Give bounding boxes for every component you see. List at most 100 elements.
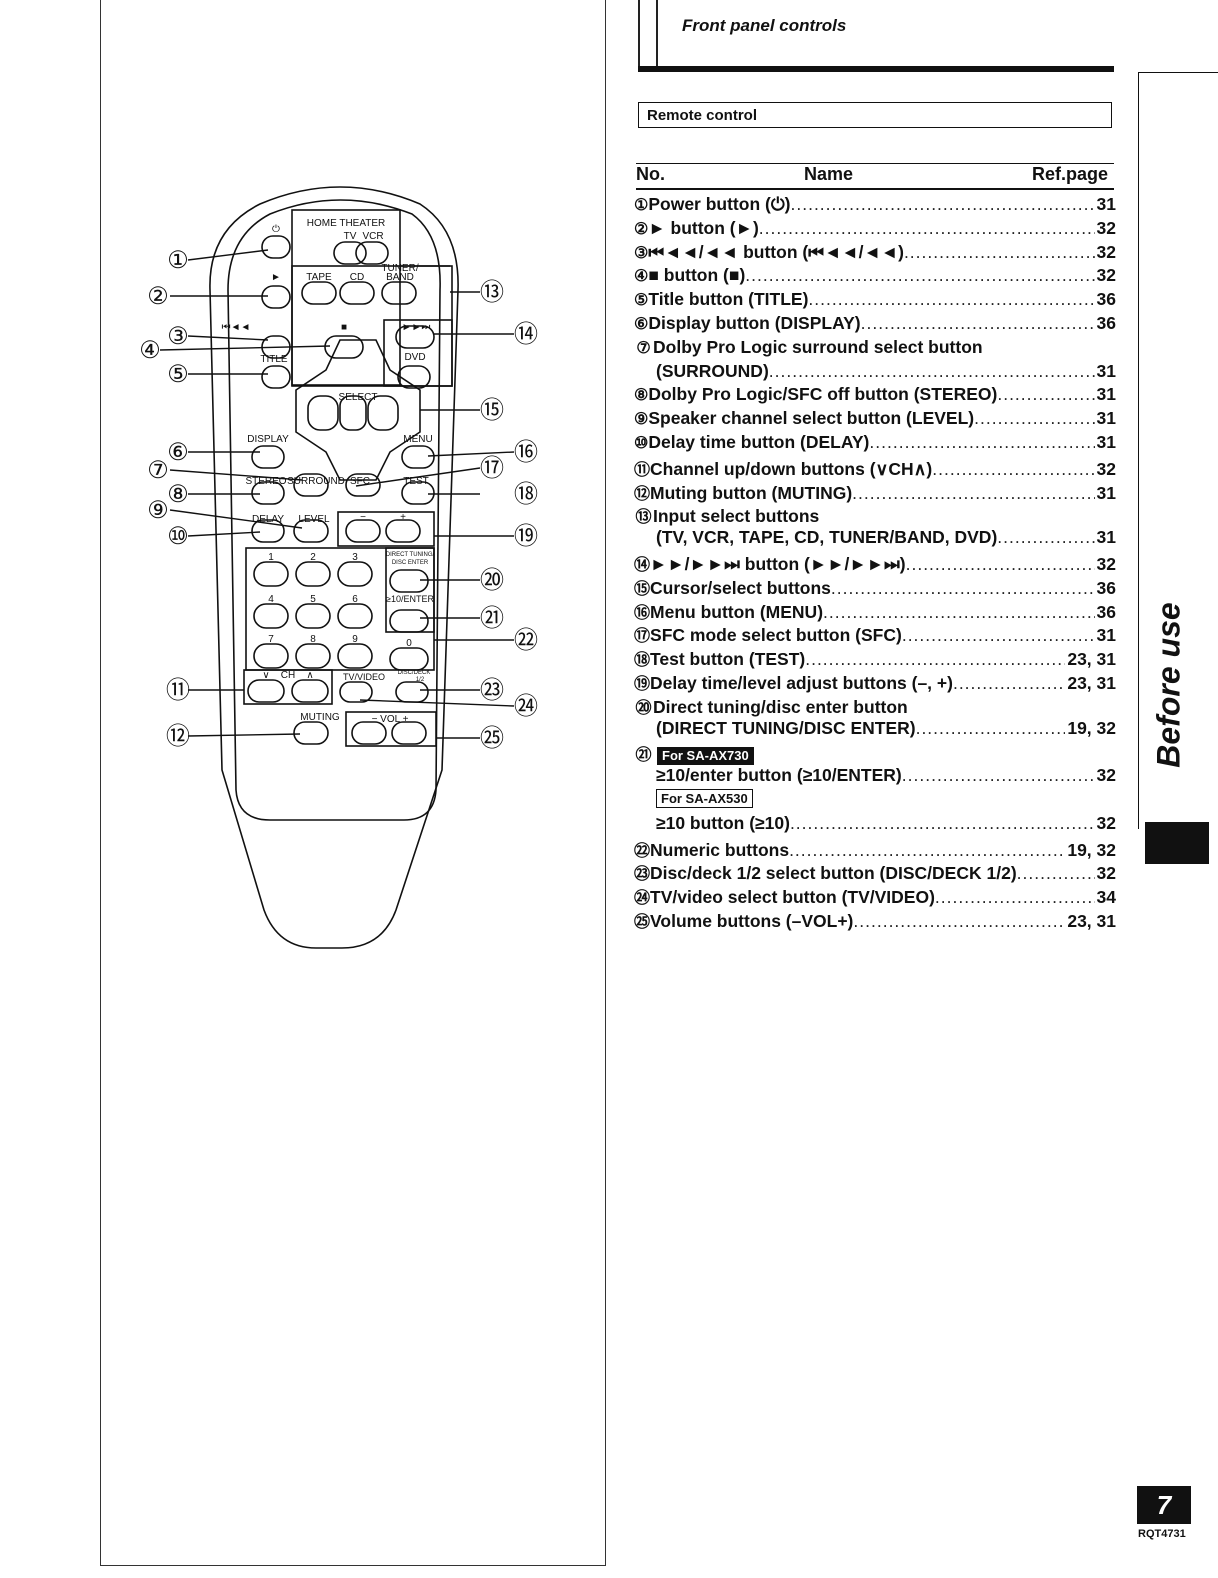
header-bar <box>638 66 1114 72</box>
remote-illustration: HOME THEATER TV VCR TAPE CD TUNER/ BAND … <box>139 186 538 949</box>
label-test: TEST <box>403 476 429 487</box>
item-ref-page: 36 <box>1096 577 1116 598</box>
item-number: ⑫ <box>634 485 651 503</box>
item-ref-page: 32 <box>1096 241 1116 262</box>
item-name: Delay time/level adjust buttons (–, +) <box>650 672 953 693</box>
label-sfc: SFC <box>350 476 370 487</box>
col-no: No. <box>636 164 665 184</box>
label-tvvideo: TV/VIDEO <box>343 672 385 682</box>
channel-frame <box>243 669 333 705</box>
item-number: ⑰ <box>634 628 651 646</box>
item-ref-page: 32 <box>1096 765 1116 786</box>
label-muting: MUTING <box>300 712 340 723</box>
item-ref-page: 31 <box>1096 408 1116 429</box>
callout-10: ⑩ <box>167 523 189 550</box>
item-name: ■ button (■) <box>648 265 746 286</box>
list-item: ④■ button (■)...........................… <box>634 265 1116 289</box>
item-name: Disc/deck 1/2 select button (DISC/DECK 1… <box>650 863 1017 884</box>
label-display: DISPLAY <box>247 434 289 445</box>
model-badge: For SA-AX530 <box>656 788 753 808</box>
label-level: LEVEL <box>298 514 330 525</box>
callout-18: ⑱ <box>514 481 538 508</box>
item-number: ㉕ <box>634 913 651 931</box>
item-ref-page: 23, 31 <box>1067 672 1116 693</box>
callout-5: ⑤ <box>167 361 189 388</box>
item-name: Dolby Pro Logic surround select button <box>653 336 983 357</box>
item-name: Test button (TEST) <box>650 649 806 670</box>
callout-22: ㉒ <box>514 627 538 654</box>
callout-25: ㉕ <box>480 725 504 752</box>
label-disc-enter: DISC ENTER <box>392 560 429 566</box>
callout-15: ⑮ <box>480 397 504 424</box>
item-name: Power button (⏻) <box>648 194 791 214</box>
callout-9: ⑨ <box>147 497 169 524</box>
leader-dots: ........................................… <box>952 672 1065 693</box>
item-name: Channel up/down buttons (∨CH∧) <box>650 458 933 479</box>
item-name: ≥10 button (≥10) <box>656 812 790 833</box>
key-8: 8 <box>310 634 316 645</box>
callout-3: ③ <box>167 323 189 350</box>
item-number: ③ <box>634 244 649 262</box>
col-ref: Ref.page <box>1031 164 1108 184</box>
item-name: ►►/►►⏭ button (►►/►►⏭) <box>650 553 906 574</box>
item-name: Dolby Pro Logic/SFC off button (STEREO) <box>648 384 998 405</box>
leader-dots: ........................................… <box>805 649 1066 670</box>
key-3: 3 <box>352 552 358 563</box>
item-ref-page: 31 <box>1096 194 1116 214</box>
item-number: ④ <box>634 268 649 286</box>
label-delay: DELAY <box>252 514 284 525</box>
leader-dots: ........................................… <box>903 241 1095 262</box>
callout-7: ⑦ <box>147 457 169 484</box>
item-number: ㉓ <box>634 866 651 884</box>
key-9: 9 <box>352 634 358 645</box>
left-page-frame <box>100 0 606 1566</box>
callout-8: ⑧ <box>167 481 189 508</box>
item-ref-page: 19, 32 <box>1067 717 1116 738</box>
label-direct-tuning: DIRECT TUNING/ <box>386 552 435 558</box>
item-name: Menu button (MENU) <box>650 601 824 622</box>
label-ch: CH <box>281 670 295 681</box>
item-name: SFC mode select button (SFC) <box>650 625 902 646</box>
item-ref-page: 36 <box>1096 312 1116 333</box>
leader-dots: ........................................… <box>901 765 1095 786</box>
play-icon: ► <box>271 272 281 283</box>
item-number: ⑬ <box>635 509 652 527</box>
item-name: Display button (DISPLAY) <box>648 312 861 333</box>
item-name: Delay time button (DELAY) <box>648 431 870 452</box>
callout-11: ⑪ <box>166 677 190 704</box>
item-number: ⑩ <box>634 434 649 452</box>
item-name: Direct tuning/disc enter button <box>653 696 908 717</box>
volume-frame <box>345 711 437 747</box>
key-6: 6 <box>352 594 358 605</box>
list-item: ⑭►►/►►⏭ button (►►/►►⏭).................… <box>634 551 1116 575</box>
leader-dots: ........................................… <box>830 577 1095 598</box>
list-item: ②► button (►)...........................… <box>634 218 1116 242</box>
item-name: ► button (►) <box>648 217 759 238</box>
item-number: ② <box>634 220 649 238</box>
key-5: 5 <box>310 594 316 605</box>
item-ref-page: 31 <box>1096 482 1116 503</box>
page-title: Front panel controls <box>682 16 847 35</box>
power-icon: ⏻ <box>272 224 280 235</box>
leader-dots: ........................................… <box>915 717 1066 738</box>
callout-20: ⑳ <box>480 567 504 594</box>
leader-dots: ........................................… <box>790 194 1095 214</box>
skip-back-icon: ⏮◄◄ <box>222 322 251 333</box>
leader-dots: ........................................… <box>901 625 1095 646</box>
item-ref-page: 23, 31 <box>1067 910 1116 931</box>
label-discdeck: DISC/DECK <box>398 670 431 676</box>
item-name: Speaker channel select button (LEVEL) <box>648 408 975 429</box>
item-number: ⑦ <box>636 339 651 357</box>
leader-dots: ........................................… <box>852 482 1094 503</box>
page-number: 7 <box>1137 1486 1191 1524</box>
item-number: ⑮ <box>634 580 651 598</box>
